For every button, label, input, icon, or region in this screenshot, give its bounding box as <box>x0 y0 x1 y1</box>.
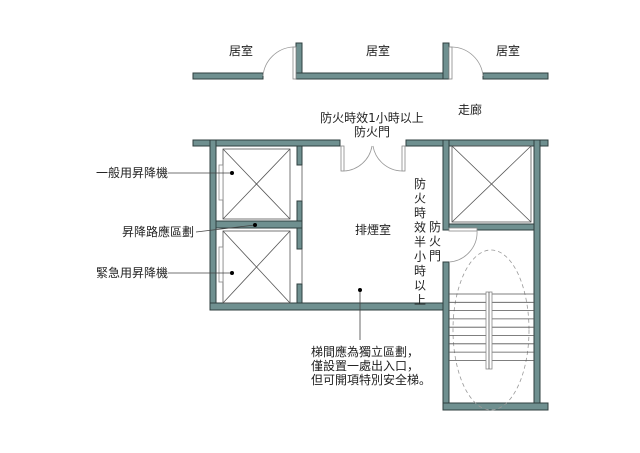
fire-door-stair-label: 防火門 <box>429 219 441 263</box>
emergency-elevator-label: 緊急用昇降機 <box>96 265 168 280</box>
wall <box>442 139 450 231</box>
vertical-char: 防 <box>414 176 426 191</box>
general-elevator-car <box>218 148 291 220</box>
room-label: 居室 <box>229 43 253 58</box>
vertical-char: 效 <box>414 220 426 235</box>
vertical-char: 半 <box>414 235 426 249</box>
wall <box>405 139 549 147</box>
wall <box>448 223 535 231</box>
wall <box>295 72 450 80</box>
wall <box>209 139 217 311</box>
wall <box>533 139 541 411</box>
wall <box>192 72 264 80</box>
fire-door-main <box>340 145 406 172</box>
wall <box>192 139 341 147</box>
room-label: 居室 <box>366 43 390 58</box>
wall <box>296 145 303 166</box>
vertical-char: 火 <box>414 192 426 206</box>
vertical-char: 時 <box>414 264 426 278</box>
vertical-char: 門 <box>429 249 441 263</box>
room-label: 居室 <box>496 43 520 58</box>
vertical-char: 時 <box>414 206 426 220</box>
fire-door-label: 防火時效1小時以上 <box>320 110 424 125</box>
staircase <box>449 249 534 411</box>
shaft-partition-label: 昇降路應區劃 <box>122 224 194 239</box>
wall <box>482 72 549 80</box>
note-line: 梯間應為獨立區劃， <box>311 344 419 359</box>
vertical-char: 火 <box>429 235 441 249</box>
vertical-char: 小 <box>414 250 426 264</box>
door-left <box>262 46 297 80</box>
vertical-char: 以 <box>414 279 426 293</box>
note-line: 僅設置一處出入口， <box>311 358 419 373</box>
wall <box>442 402 549 411</box>
vertical-char: 防 <box>429 219 441 234</box>
door-right <box>448 46 484 80</box>
smoke-room-label: 排煙室 <box>355 222 391 237</box>
wall <box>442 261 450 411</box>
fire-door-stair <box>448 227 478 263</box>
elevator-shaft <box>451 145 532 223</box>
wall <box>442 42 450 80</box>
corridor-label: 走廊 <box>458 102 482 117</box>
vertical-char: 上 <box>414 293 426 307</box>
emergency-elevator-car <box>218 230 291 304</box>
fire-door-label: 防火門 <box>354 124 390 139</box>
wall <box>296 283 303 304</box>
shaft-partition-wall <box>215 220 303 229</box>
note-line: 但可開項特別安全梯。 <box>311 372 431 387</box>
general-elevator-label: 一般用昇降機 <box>96 165 168 180</box>
